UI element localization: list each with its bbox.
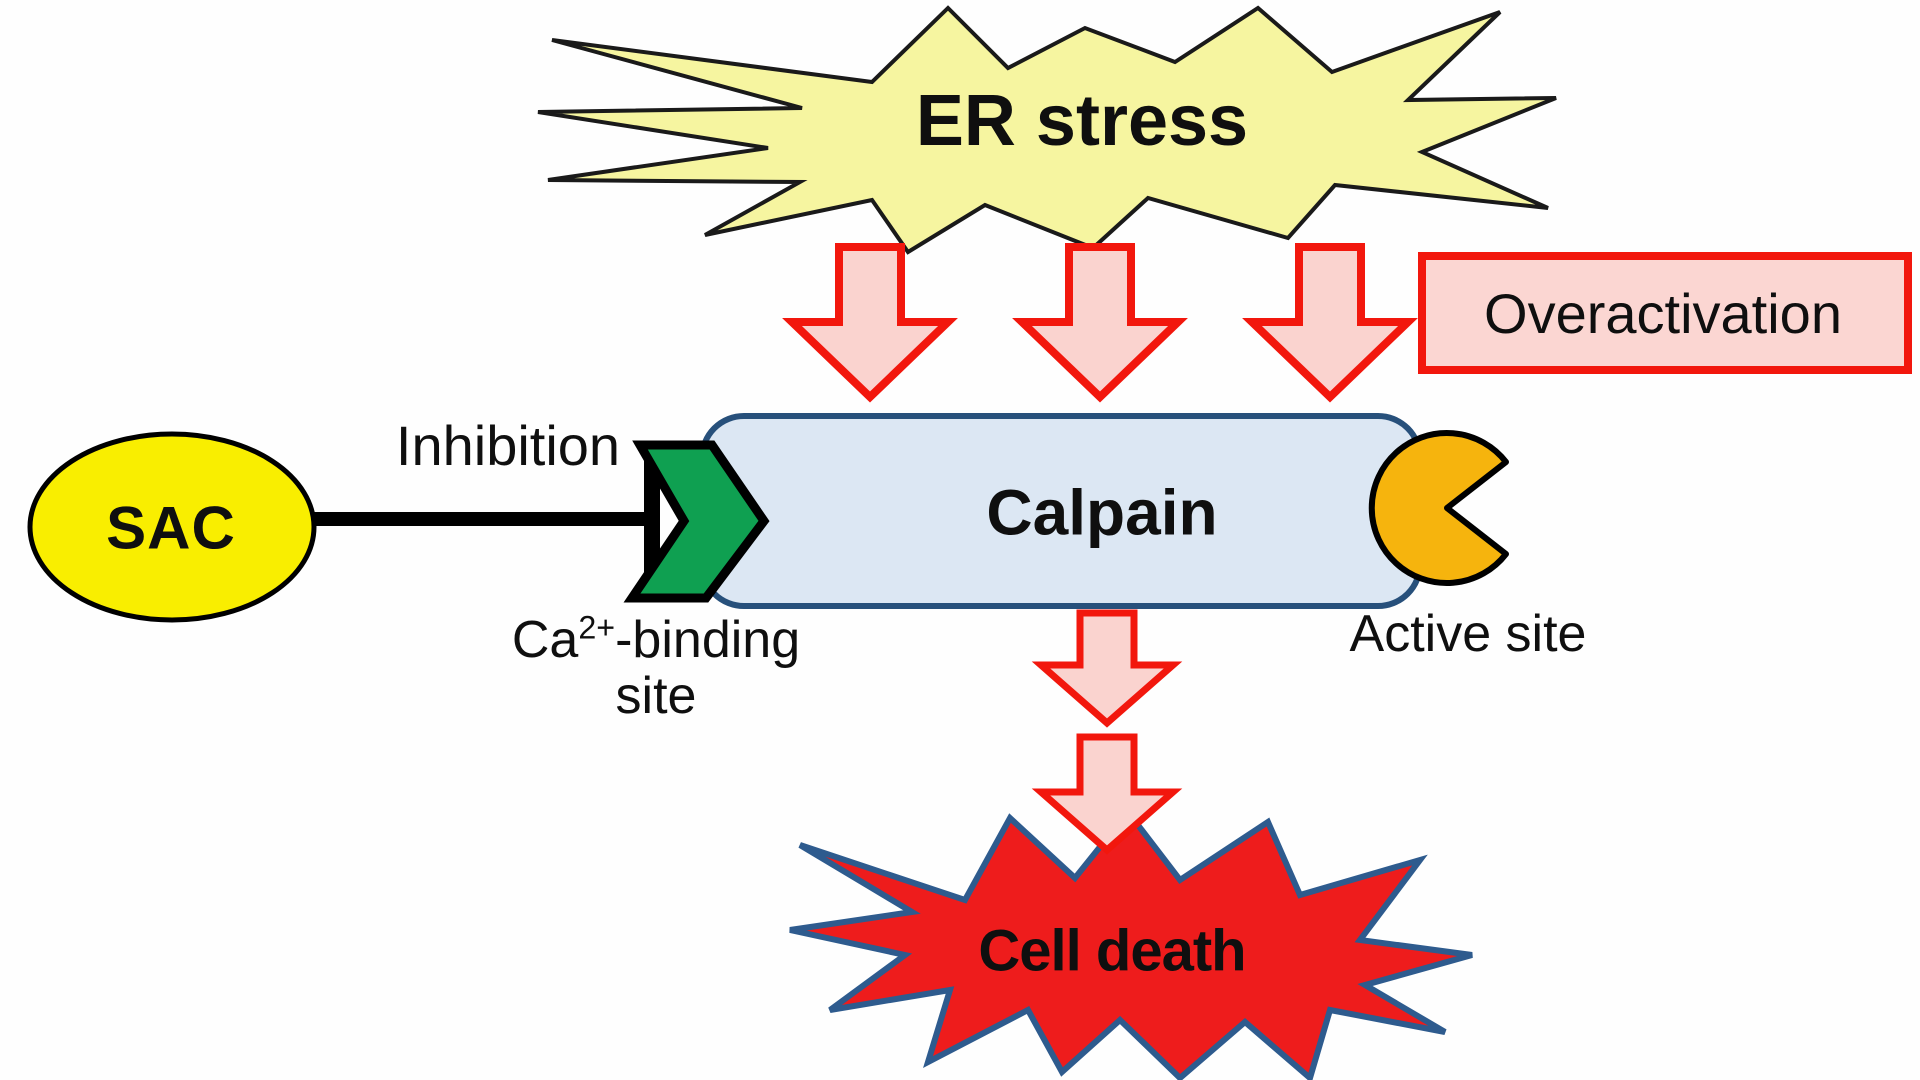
active-site-pacman-icon	[1368, 430, 1509, 586]
inhibition-label: Inhibition	[395, 413, 621, 477]
inhibition-tbar-icon	[644, 452, 660, 588]
down-arrow-icon	[1031, 609, 1183, 728]
calpain-label: Calpain	[986, 476, 1218, 549]
ca-binding-chevron-icon	[623, 440, 770, 603]
down-arrow-icon	[1012, 243, 1188, 403]
cell-death-label: Cell death	[978, 918, 1246, 984]
sac-ellipse	[27, 431, 317, 623]
down-arrow-icon	[1242, 243, 1418, 403]
overactivation-label: Overactivation	[1484, 281, 1842, 345]
down-arrow-icon	[1031, 733, 1183, 855]
overactivation-box	[1418, 252, 1912, 374]
er-stress-starburst	[537, 5, 1557, 255]
ca-binding-rest: -binding	[615, 610, 801, 669]
sac-label: SAC	[106, 494, 236, 562]
er-stress-label: ER stress	[915, 81, 1249, 162]
down-arrow-icon	[782, 243, 958, 403]
ca-binding-superscript: 2+	[578, 609, 616, 646]
cell-death-starburst	[789, 807, 1473, 1080]
ca-binding-base: Ca	[511, 610, 579, 669]
active-site-label: Active site	[1349, 604, 1587, 663]
inhibition-line	[303, 512, 653, 526]
ca-binding-line2: site	[615, 667, 697, 725]
